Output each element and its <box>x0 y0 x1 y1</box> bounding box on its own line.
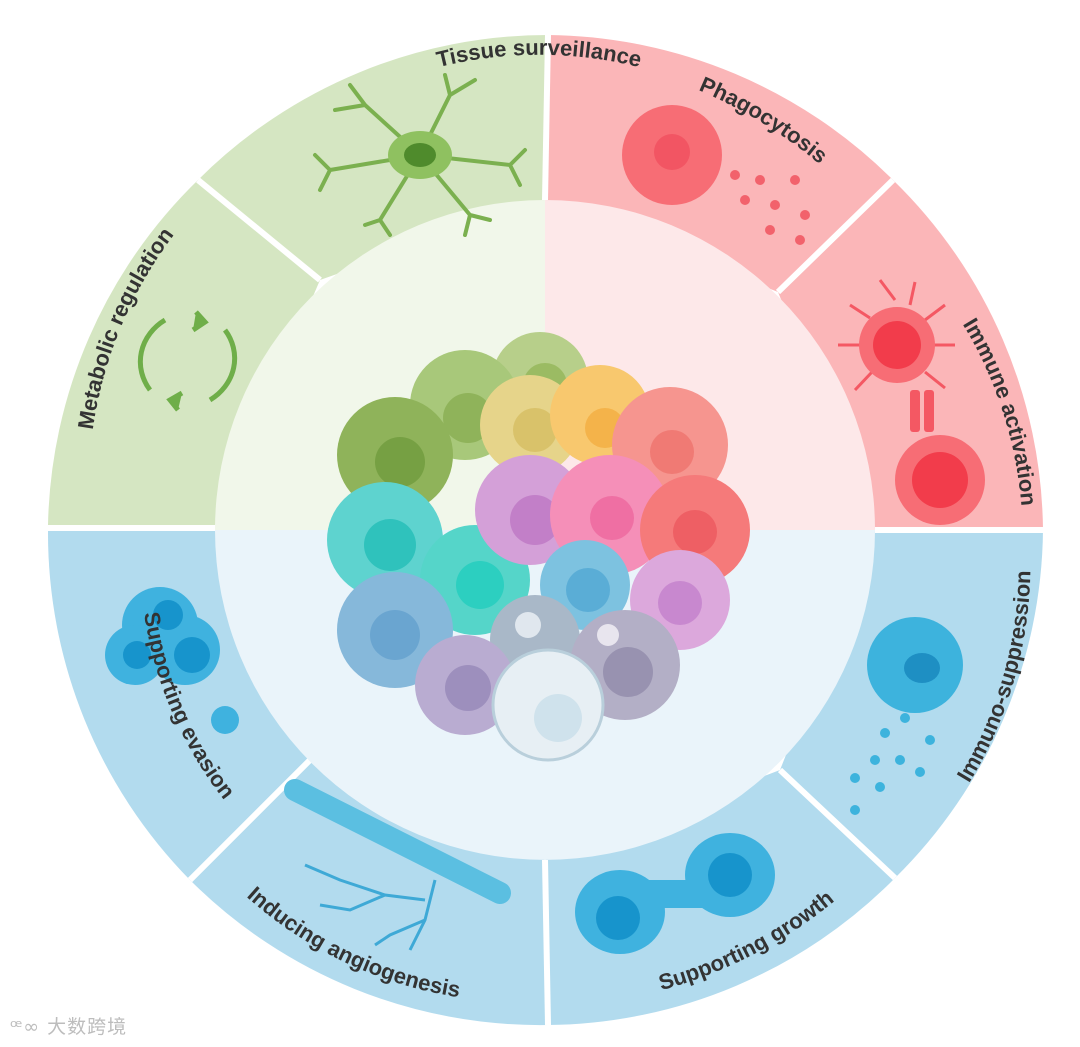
suppressive-cell-icon <box>850 617 963 815</box>
recycle-arrows-icon <box>137 310 238 412</box>
macrophage-cluster <box>327 332 750 762</box>
segment-metabolic-regulation[interactable] <box>48 180 320 525</box>
watermark: ꟹ∞ 大数跨境 <box>10 1012 127 1039</box>
dividing-cell-icon <box>575 833 775 954</box>
watermark-logo-icon: ꟹ∞ <box>10 1016 48 1038</box>
microglia-cell-icon <box>313 73 527 237</box>
antigen-presentation-icon <box>838 279 985 525</box>
cell-cluster-icon <box>105 587 239 734</box>
watermark-text: 大数跨境 <box>47 1016 128 1038</box>
phagocyte-icon <box>622 105 810 245</box>
blood-vessel-icon <box>284 779 511 951</box>
